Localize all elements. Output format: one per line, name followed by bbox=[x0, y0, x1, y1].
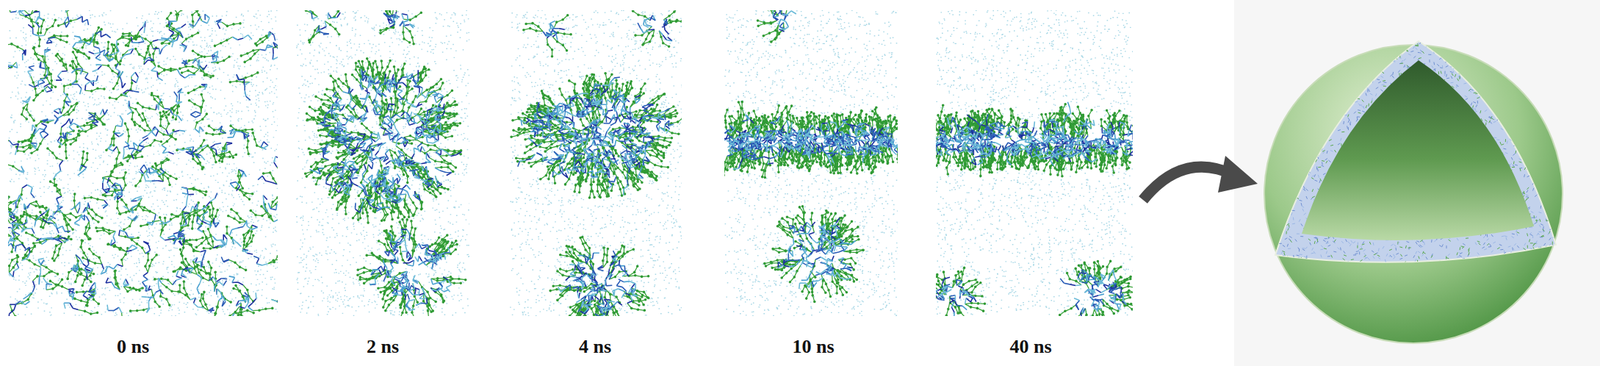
membrane-cut bbox=[1275, 41, 1556, 263]
tail-beads bbox=[298, 10, 467, 316]
time-label: 0 ns bbox=[116, 336, 150, 358]
time-label: 40 ns bbox=[1009, 336, 1052, 358]
membrane-lipids bbox=[1269, 34, 1562, 282]
membrane-lipids bbox=[1269, 34, 1563, 281]
tail-beads bbox=[935, 102, 1133, 316]
time-label: 2 ns bbox=[366, 336, 399, 358]
time-label: 10 ns bbox=[791, 336, 834, 358]
tail-beads bbox=[724, 10, 898, 303]
lipid-heads bbox=[307, 10, 449, 311]
tail-beads bbox=[8, 10, 278, 316]
lipid-heads bbox=[8, 10, 278, 316]
time-label: 4 ns bbox=[578, 336, 612, 358]
lipid-heads bbox=[724, 10, 898, 289]
lipid-heads bbox=[315, 11, 462, 309]
lipid-tails bbox=[300, 10, 466, 316]
lipid-tails bbox=[8, 10, 278, 316]
snapshot-panel bbox=[724, 10, 898, 316]
snapshot-panel bbox=[935, 10, 1133, 316]
right-panel-ground bbox=[1234, 0, 1600, 366]
vesicle-lumen bbox=[1301, 60, 1534, 241]
lipid-heads bbox=[8, 10, 278, 316]
snapshot-panel bbox=[8, 10, 278, 316]
lipid-heads bbox=[520, 15, 673, 316]
snapshot-panel bbox=[296, 10, 470, 316]
lipid-heads bbox=[517, 17, 670, 316]
snapshot-panel bbox=[509, 10, 682, 316]
lipid-heads bbox=[935, 107, 1133, 313]
lipid-heads bbox=[8, 10, 278, 313]
membrane-texture bbox=[1269, 34, 1563, 282]
lipid-heads bbox=[935, 102, 1133, 316]
lipid-heads bbox=[8, 10, 278, 316]
lipid-heads bbox=[525, 15, 674, 316]
lipid-heads bbox=[520, 19, 675, 314]
membrane-lipids bbox=[1269, 34, 1562, 281]
tail-beads bbox=[509, 10, 682, 316]
arrow-head bbox=[1217, 155, 1258, 193]
lipid-heads bbox=[312, 13, 452, 311]
